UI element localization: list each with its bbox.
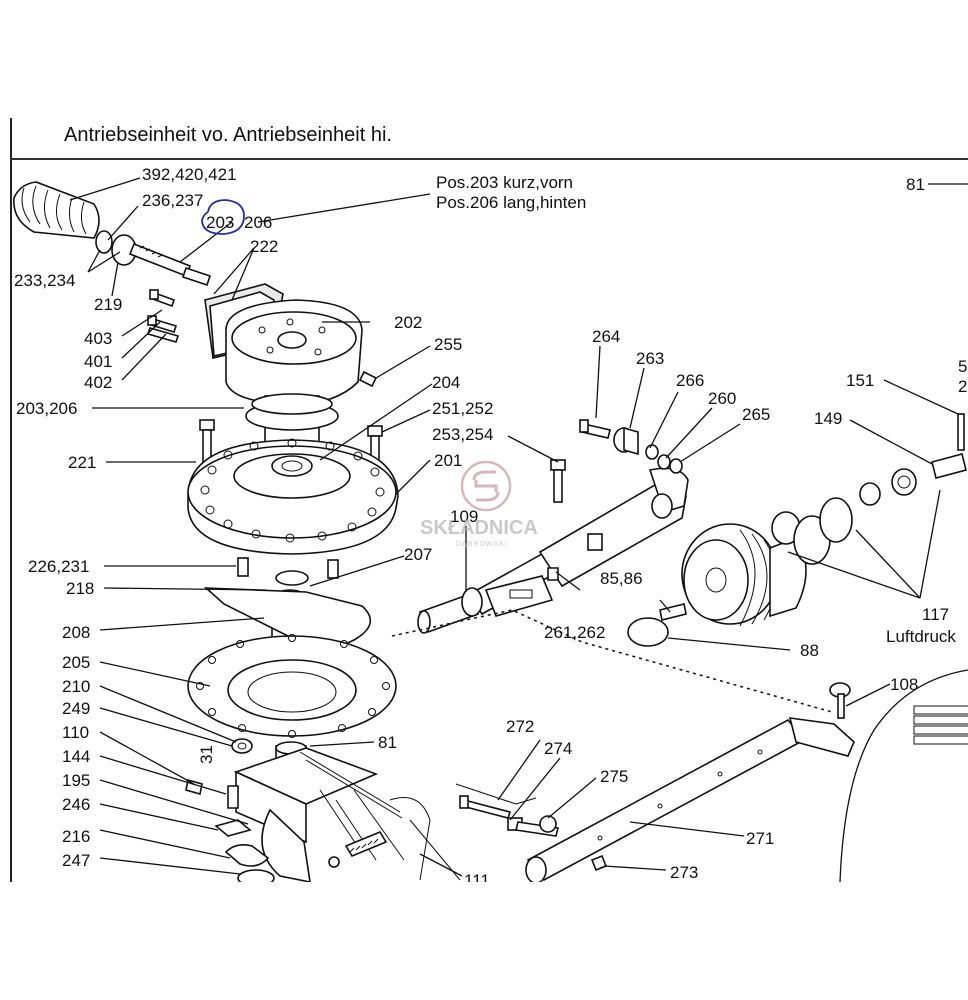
label-263: 263 [636,349,664,368]
label-85-86: 85,86 [600,569,643,588]
note-pos-206: Pos.206 lang,hinten [436,193,586,212]
tire-wheel-part [681,413,967,627]
label-31: 31 [197,745,216,764]
page-title: Antriebseinheit vo. Antriebseinheit hi. [64,124,392,146]
watermark-name: SKŁADNICA [420,517,538,539]
label-81-upper: 81 [906,175,925,194]
screws-226-231 [237,557,339,586]
cross-tube-part [525,717,855,882]
label-221: 221 [68,453,96,472]
cap-and-screw-parts [627,603,687,647]
note-pos-203: Pos.203 kurz,vorn [436,173,573,192]
label-5: 5 [958,357,967,376]
label-144: 144 [62,747,90,766]
label-401: 401 [84,352,112,371]
label-392-420-421: 392,420,421 [142,165,237,184]
label-111: 111 [464,871,490,890]
label-195: 195 [62,771,90,790]
label-luftdruck: Luftdruck [886,627,956,646]
label-203: 203 [206,213,234,232]
label-403: 403 [84,329,112,348]
label-2: 2 [958,377,967,396]
label-117: 117 [922,605,949,624]
label-265: 265 [742,405,770,424]
highlight-circle [201,199,245,235]
label-249: 249 [62,699,90,718]
guide-dotted-line [391,609,833,713]
label-266: 266 [676,371,704,390]
label-201: 201 [434,451,462,470]
label-246: 246 [62,795,90,814]
label-208: 208 [62,623,90,642]
label-216: 216 [62,827,90,846]
frame-header-rule [10,158,968,160]
label-251-252: 251,252 [432,399,493,418]
label-88: 88 [800,641,819,660]
label-109: 109 [450,507,478,526]
label-222: 222 [250,237,278,256]
flange-plate-part [187,438,399,555]
label-206: 206 [244,213,272,232]
label-218: 218 [66,579,94,598]
label-108: 108 [890,675,918,694]
small-parts-left [185,778,275,882]
label-271: 271 [746,829,774,848]
label-204: 204 [432,373,460,392]
label-264: 264 [592,327,620,346]
pin-108-part [829,682,851,719]
label-247: 247 [62,851,90,870]
label-273: 273 [670,863,698,882]
label-210: 210 [62,677,90,696]
leader-lines [69,177,968,877]
label-261-262: 261,262 [544,623,605,642]
label-253-254: 253,254 [432,425,493,444]
bolts-221-251-253 [199,419,566,503]
label-275: 275 [600,767,628,786]
label-274: 274 [544,739,572,758]
pivot-parts [579,419,683,474]
label-219: 219 [94,295,122,314]
label-226-231: 226,231 [28,557,89,576]
label-81-lower: 81 [378,733,397,752]
gearbox-housing-part [204,283,378,405]
vertical-shaft-part [245,393,339,445]
label-110: 110 [62,723,89,742]
label-233-234: 233,234 [14,271,75,290]
label-205: 205 [62,653,90,672]
swing-arm-part [417,467,689,634]
label-203-206: 203,206 [16,399,77,418]
watermark: SKŁADNICA DĄBROWSKI [420,460,538,548]
label-207: 207 [404,545,432,564]
bolts-403-401-402 [146,289,180,343]
gasket-part [187,634,397,738]
label-202: 202 [394,313,422,332]
drive-shaft-part [95,230,212,287]
label-272: 272 [506,717,534,736]
label-236-237: 236,237 [142,191,203,210]
label-255: 255 [434,335,462,354]
label-260: 260 [708,389,736,408]
part-labels: 392,420,421 236,237 203 206 222 233,234 … [14,165,967,890]
vehicle-body-outline [839,669,968,882]
label-402: 402 [84,373,112,392]
lower-frame-part [233,741,461,882]
sd-logo-icon [460,460,512,512]
bellows-part [13,181,100,239]
bolts-272-274-275 [455,783,559,837]
frame-left-border [10,118,12,882]
label-151: 151 [846,371,874,390]
label-149: 149 [814,409,842,428]
watermark-sub: DĄBROWSKI [456,541,508,548]
